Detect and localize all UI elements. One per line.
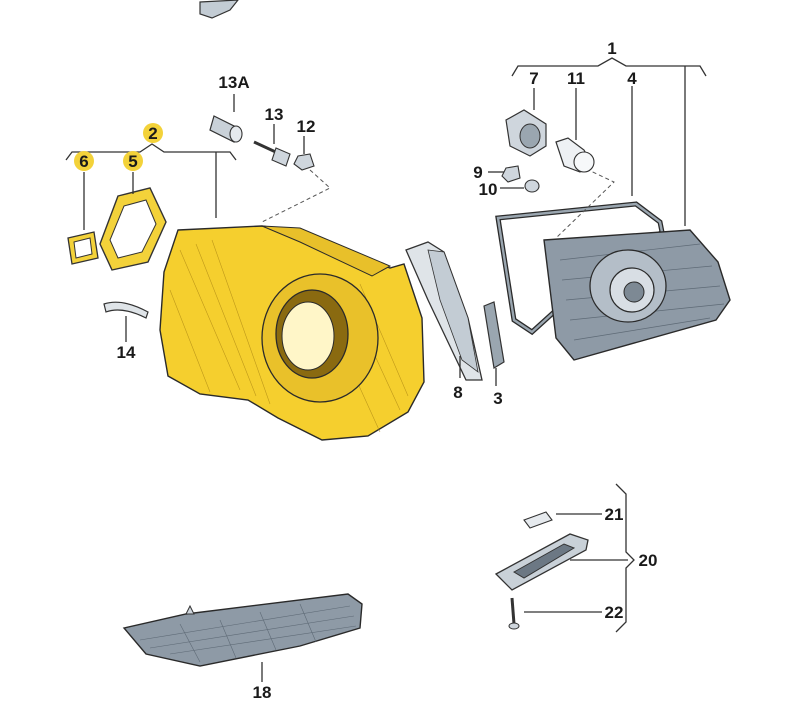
part-11-bulb — [555, 88, 595, 173]
bracket-group-1 — [511, 57, 707, 226]
part-22-screw — [508, 597, 602, 630]
part-2-lamp-housing — [159, 225, 425, 441]
part-1-inner-lamp — [543, 229, 731, 361]
callout-22[interactable]: 22 — [605, 603, 624, 622]
part-10-washer — [500, 179, 540, 193]
callout-1[interactable]: 1 — [607, 39, 616, 58]
callout-13[interactable]: 13 — [265, 105, 284, 124]
callout-5-highlight — [123, 151, 143, 171]
callout-5[interactable]: 5 — [128, 152, 137, 171]
callout-10[interactable]: 10 — [479, 180, 498, 199]
callout-9[interactable]: 9 — [473, 163, 482, 182]
part-7-bulb-holder — [505, 88, 547, 157]
callout-12[interactable]: 12 — [297, 117, 316, 136]
callout-4[interactable]: 4 — [627, 69, 637, 88]
part-14-clip — [103, 301, 149, 342]
callout-18[interactable]: 18 — [253, 683, 272, 702]
part-21-bulb — [523, 511, 602, 529]
bracket-group-2 — [65, 143, 237, 218]
callout-14[interactable]: 14 — [117, 343, 136, 362]
bracket-group-20 — [615, 483, 635, 633]
assembly-line-bulb — [555, 165, 615, 239]
part-3-reflector — [483, 301, 505, 386]
part-13a-bolt — [209, 94, 243, 143]
callout-11[interactable]: 11 — [567, 69, 585, 88]
callout-20[interactable]: 20 — [639, 551, 658, 570]
part-18-reflector — [122, 593, 363, 682]
callout-13a[interactable]: 13A — [218, 73, 249, 92]
callout-6[interactable]: 6 — [79, 152, 88, 171]
partial-part-top — [199, 0, 239, 19]
part-12-nut — [293, 136, 315, 171]
part-20-lamp — [494, 533, 628, 591]
callout-7[interactable]: 7 — [529, 69, 538, 88]
part-5-gasket — [99, 172, 167, 271]
callout-2-highlight — [143, 123, 163, 143]
part-8-lens — [405, 241, 483, 381]
part-13-screw — [253, 124, 291, 167]
assembly-line-12 — [261, 169, 331, 223]
callout-3[interactable]: 3 — [493, 389, 502, 408]
part-9-nut — [488, 165, 521, 183]
callout-2[interactable]: 2 — [148, 124, 157, 143]
callout-21[interactable]: 21 — [605, 505, 624, 524]
part-6-gasket — [67, 172, 99, 265]
callout-6-highlight — [74, 151, 94, 171]
callout-8[interactable]: 8 — [453, 383, 462, 402]
